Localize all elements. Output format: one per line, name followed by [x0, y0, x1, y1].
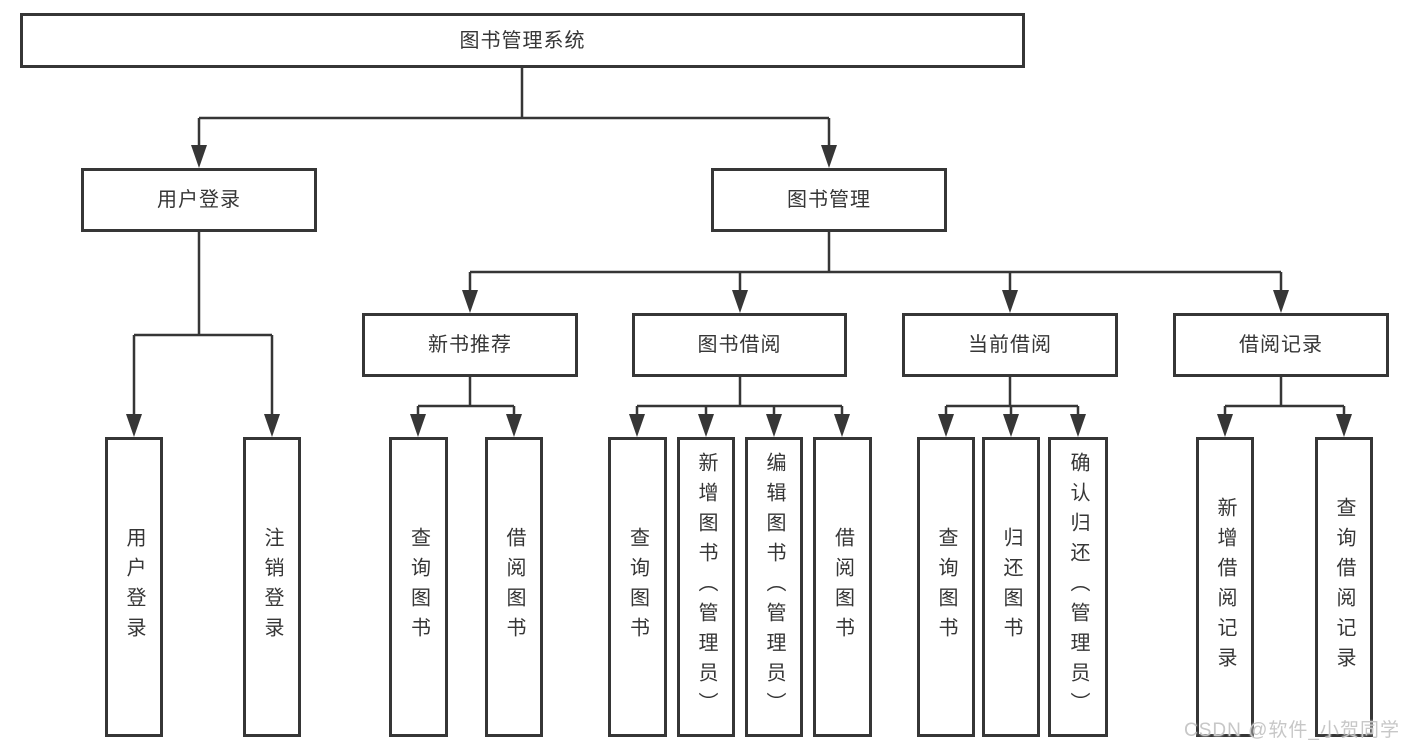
node-borrowing-records: 借阅记录	[1173, 313, 1389, 377]
node-label: 图书管理	[787, 189, 871, 211]
node-query-books-borrow: 查询图书	[608, 437, 667, 737]
node-label: 借阅记录	[1239, 334, 1323, 356]
arrow-icon	[126, 414, 142, 437]
edge-root-to-level2	[197, 67, 831, 160]
node-confirm-return-admin: 确认归还（管理员）	[1048, 437, 1108, 737]
node-user-login-branch: 用户登录	[81, 168, 317, 232]
arrowheads	[126, 145, 1352, 437]
arrow-icon	[1336, 414, 1352, 437]
node-label: 新增借阅记录	[1214, 497, 1236, 677]
arrow-icon	[766, 414, 782, 437]
arrow-icon	[506, 414, 522, 437]
node-label: 新增图书（管理员）	[695, 452, 717, 722]
node-label: 图书管理系统	[459, 29, 586, 52]
arrow-icon	[264, 414, 280, 437]
arrow-icon	[629, 414, 645, 437]
node-user-login-leaf: 用户登录	[105, 437, 163, 737]
node-label: 当前借阅	[968, 334, 1052, 356]
node-current-borrowing: 当前借阅	[902, 313, 1118, 377]
node-edit-books-admin: 编辑图书（管理员）	[745, 437, 803, 737]
node-label: 查询图书	[626, 527, 649, 647]
node-label: 用户登录	[157, 189, 241, 211]
node-label: 确认归还（管理员）	[1067, 452, 1089, 722]
node-label: 新书推荐	[428, 334, 512, 356]
arrow-icon	[410, 414, 426, 437]
node-label: 归还图书	[1000, 527, 1022, 647]
node-borrow-books-leaf: 借阅图书	[813, 437, 872, 737]
edge-record-to-leaves	[1223, 377, 1346, 430]
arrow-icon	[191, 145, 207, 168]
node-query-books-rec: 查询图书	[389, 437, 448, 737]
node-label: 查询图书	[407, 527, 430, 647]
node-book-borrowing: 图书借阅	[632, 313, 847, 377]
arrow-icon	[732, 290, 748, 313]
edge-userlogin-to-leaves	[132, 232, 274, 430]
node-new-book-recommend: 新书推荐	[362, 313, 578, 377]
node-logout-leaf: 注销登录	[243, 437, 301, 737]
node-label: 查询图书	[935, 527, 957, 647]
arrow-icon	[1070, 414, 1086, 437]
node-book-management-branch: 图书管理	[711, 168, 947, 232]
node-label: 借阅图书	[503, 527, 525, 647]
arrow-icon	[462, 290, 478, 313]
arrow-icon	[1217, 414, 1233, 437]
node-add-borrow-record: 新增借阅记录	[1196, 437, 1254, 737]
edge-rec-to-leaves	[416, 377, 516, 430]
arrow-icon	[698, 414, 714, 437]
arrow-icon	[821, 145, 837, 168]
node-label: 用户登录	[123, 527, 145, 647]
csdn-watermark: CSDN @软件_小贺同学	[1184, 720, 1400, 741]
arrow-icon	[938, 414, 954, 437]
node-query-books-current: 查询图书	[917, 437, 975, 737]
arrow-icon	[834, 414, 850, 437]
node-add-books-admin: 新增图书（管理员）	[677, 437, 735, 737]
node-label: 注销登录	[261, 527, 283, 647]
node-label: 借阅图书	[831, 527, 854, 647]
node-query-borrow-record: 查询借阅记录	[1315, 437, 1373, 737]
edge-bookmgmt-to-level3	[468, 232, 1283, 306]
node-label: 查询借阅记录	[1333, 497, 1355, 677]
node-label: 编辑图书（管理员）	[763, 452, 785, 722]
arrow-icon	[1273, 290, 1289, 313]
node-label: 图书借阅	[697, 334, 782, 356]
arrow-icon	[1003, 414, 1019, 437]
node-library-management-system: 图书管理系统	[20, 13, 1025, 68]
node-return-books: 归还图书	[982, 437, 1040, 737]
edge-borrow-to-leaves	[635, 377, 844, 430]
arrow-icon	[1002, 290, 1018, 313]
node-borrow-books-rec: 借阅图书	[485, 437, 543, 737]
